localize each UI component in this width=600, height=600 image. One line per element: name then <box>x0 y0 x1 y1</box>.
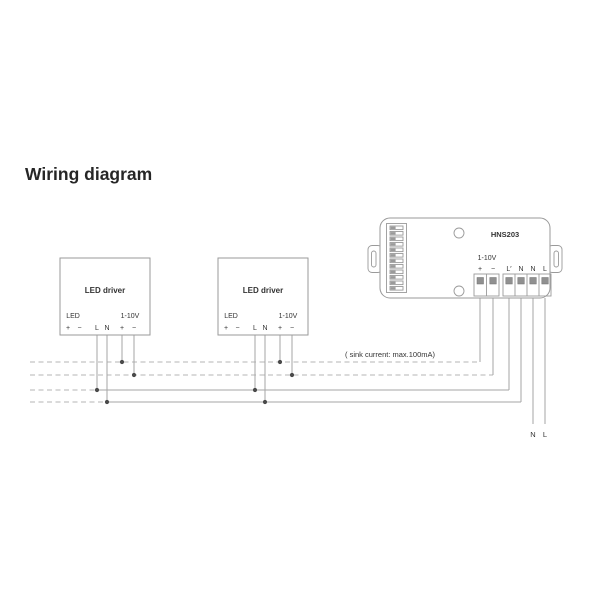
terminal-screw <box>517 277 525 285</box>
live-terminal-label: L <box>95 325 99 332</box>
dim-terminal-block <box>473 273 500 297</box>
neutral-terminal-label: N <box>262 325 267 332</box>
screw-hole-bottom <box>453 285 465 297</box>
dim-minus-label: − <box>290 325 294 332</box>
led-plus-label: + <box>224 325 228 332</box>
sensor-body <box>379 217 551 299</box>
mains-terminal-block <box>502 273 552 297</box>
terminal-screw <box>529 277 537 285</box>
sink-current-note: ( sink current: max.100mA) <box>345 350 436 359</box>
led-driver-box-2: LED driver LED + − L N 1-10V + − <box>217 257 309 336</box>
terminal-screw <box>489 277 497 285</box>
sensor-dim-minus-label: − <box>491 266 495 273</box>
screw-hole-top <box>453 227 465 239</box>
terminal-screw <box>476 277 484 285</box>
junction-dot <box>94 387 100 393</box>
junction-dots <box>94 359 295 405</box>
live-terminal-label: L <box>253 325 257 332</box>
page-title: Wiring diagram <box>25 164 153 184</box>
dim-minus-label: − <box>132 325 136 332</box>
led-driver-box-1: LED driver LED + − L N 1-10V + − <box>59 257 151 336</box>
sensor-dim-label: 1-10V <box>478 255 497 262</box>
led-minus-label: − <box>77 325 81 332</box>
sensor-terminal-n2-label: N <box>530 266 535 273</box>
mounting-slot <box>553 250 559 268</box>
junction-dot <box>252 387 258 393</box>
junction-dot <box>131 372 137 378</box>
junction-dot <box>277 359 283 365</box>
dim-plus-label: + <box>278 325 282 332</box>
sensor-terminal-l-label: L <box>543 266 547 273</box>
mains-live-label: L <box>543 430 547 439</box>
wires <box>30 298 546 424</box>
led-output-label: LED <box>66 313 80 320</box>
dim-input-label: 1-10V <box>121 313 140 320</box>
junction-dot <box>262 399 268 405</box>
sensor-terminal-n1-label: N <box>518 266 523 273</box>
terminal-screw <box>505 277 513 285</box>
led-driver-outline <box>59 257 151 336</box>
dim-input-label: 1-10V <box>279 313 298 320</box>
sensor-model-label: HNS203 <box>491 230 519 239</box>
dim-plus-label: + <box>120 325 124 332</box>
sensor-dim-plus-label: + <box>478 266 482 273</box>
mounting-slot <box>371 250 377 268</box>
mains-neutral-label: N <box>530 430 535 439</box>
sensor-terminal-lprime-label: L′ <box>506 266 512 273</box>
led-plus-label: + <box>66 325 70 332</box>
led-driver-name: LED driver <box>243 286 283 295</box>
sensor-device: HNS203 1-10V + − L′ N N L <box>367 217 563 299</box>
led-output-label: LED <box>224 313 238 320</box>
junction-dot <box>104 399 110 405</box>
neutral-terminal-label: N <box>104 325 109 332</box>
led-driver-name: LED driver <box>85 286 125 295</box>
led-minus-label: − <box>235 325 239 332</box>
junction-dot <box>119 359 125 365</box>
terminal-screw <box>541 277 549 285</box>
junction-dot <box>289 372 295 378</box>
led-driver-outline <box>217 257 309 336</box>
dip-switch-bank <box>386 223 407 293</box>
